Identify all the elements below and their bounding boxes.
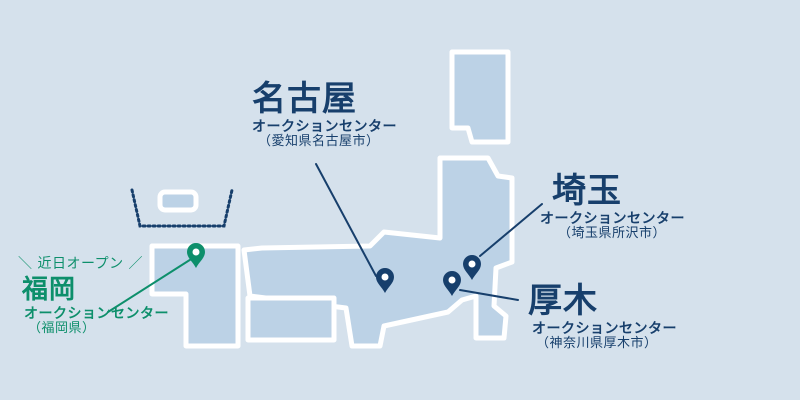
atsugi-center: オークションセンター xyxy=(532,321,677,338)
nagoya-center: オークションセンター xyxy=(252,119,397,136)
fukuoka-label: ＼ 近日オープン ／ 福岡 オークションセンター （福岡県） xyxy=(8,256,169,337)
map-pin-icon[interactable] xyxy=(376,268,394,293)
saitama-address: （埼玉県所沢市） xyxy=(558,226,667,242)
saitama-connector-line xyxy=(479,203,543,257)
saitama-name: 埼玉 xyxy=(552,171,622,211)
shikoku-region xyxy=(245,295,337,343)
map-pin-icon[interactable] xyxy=(463,255,481,280)
dotted-bracket xyxy=(130,188,234,228)
nagoya-name: 名古屋 xyxy=(252,79,357,119)
saitama-label: 埼玉 オークションセンター （埼玉県所沢市） xyxy=(540,171,685,242)
tsushima-island xyxy=(157,189,199,213)
nagoya-connector-line xyxy=(315,163,377,277)
atsugi-address: （神奈川県厚木市） xyxy=(536,336,658,352)
nagoya-label: 名古屋 オークションセンター （愛知県名古屋市） xyxy=(252,79,397,150)
hokkaido-region xyxy=(449,49,511,145)
atsugi-label: 厚木 オークションセンター （神奈川県厚木市） xyxy=(528,281,677,352)
map-pin-icon[interactable] xyxy=(443,271,461,296)
atsugi-connector-line xyxy=(459,289,519,301)
fukuoka-center: オークションセンター xyxy=(24,305,169,322)
map-pin-icon[interactable] xyxy=(187,243,205,268)
fukuoka-name: 福岡 xyxy=(22,275,77,306)
fukuoka-connector-line xyxy=(107,255,197,313)
atsugi-name: 厚木 xyxy=(528,281,598,321)
nagoya-address: （愛知県名古屋市） xyxy=(258,134,380,150)
fukuoka-coming-soon-badge: ＼ 近日オープン ／ xyxy=(18,256,144,272)
fukuoka-address: （福岡県） xyxy=(28,321,96,337)
saitama-center: オークションセンター xyxy=(540,211,685,228)
